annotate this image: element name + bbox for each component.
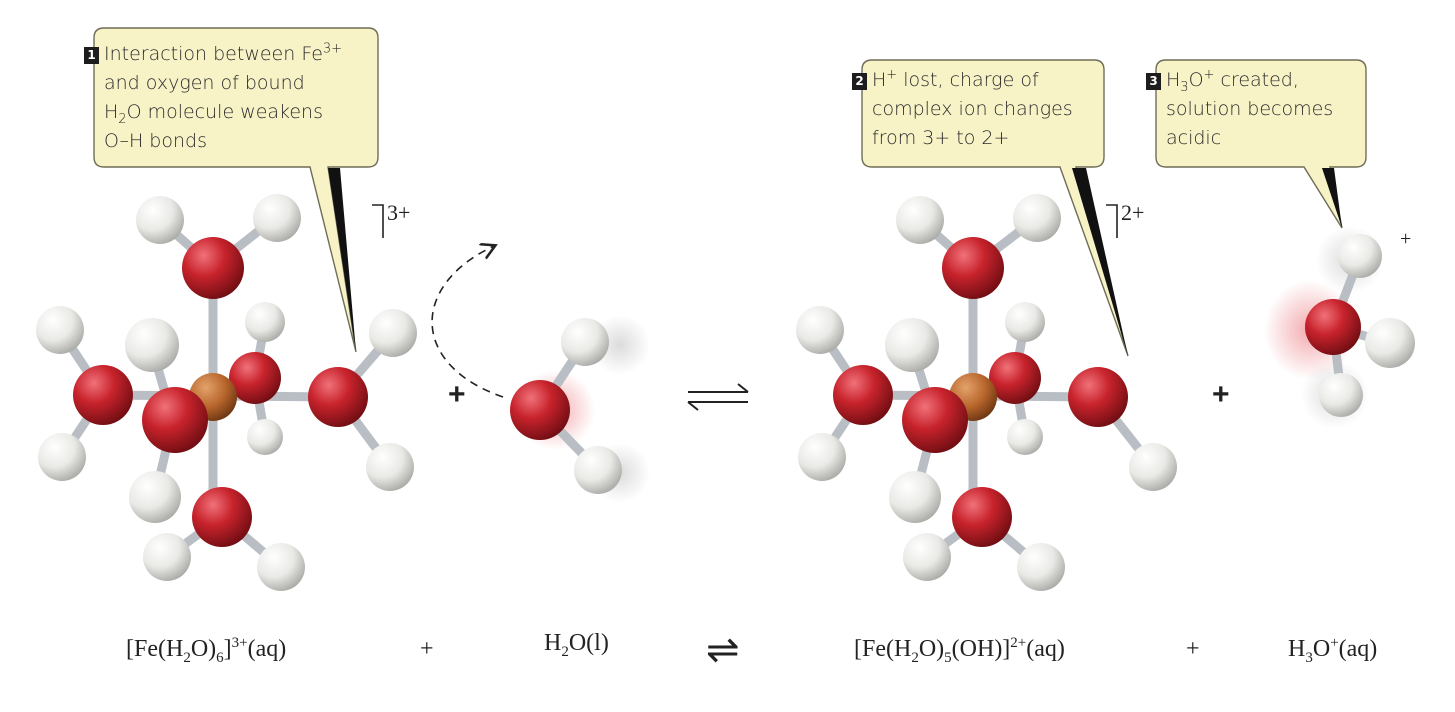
equilibrium-arrow-top — [687, 383, 749, 411]
hydrogen-atom — [136, 196, 184, 244]
right-complex-charge: 2+ — [1121, 200, 1145, 225]
equation-reactant-water: H2O(l) — [544, 630, 609, 660]
hydrogen-atom — [1005, 302, 1045, 342]
step-number-3: 3 — [1146, 73, 1161, 90]
hydrogen-atom — [1338, 234, 1382, 278]
left-complex-ion — [36, 194, 417, 591]
charge-bracket — [372, 204, 384, 238]
step-number-1: 1 — [84, 47, 99, 64]
equation-product-hydronium: H3O+(aq) — [1288, 635, 1378, 666]
hydronium-ion — [1264, 226, 1415, 429]
hydrogen-atom — [38, 433, 86, 481]
hydrogen-atom — [561, 318, 609, 366]
hydrogen-atom — [1013, 194, 1061, 242]
oxygen-atom — [73, 365, 133, 425]
hydrogen-atom — [1017, 543, 1065, 591]
hydrogen-atom — [253, 194, 301, 242]
oxygen-atom — [1068, 367, 1128, 427]
hydrogen-atom — [903, 533, 951, 581]
equation-plus-2: + — [1186, 636, 1200, 662]
water-molecule — [510, 315, 650, 503]
right-complex-ion — [796, 194, 1177, 591]
proton-transfer-arrow — [431, 246, 504, 398]
hydronium-charge: + — [1400, 228, 1412, 250]
charge-bracket — [1106, 204, 1118, 238]
hydrogen-atom — [125, 318, 179, 372]
hydrogen-atom — [1319, 373, 1363, 417]
oxygen-atom — [1305, 299, 1361, 355]
oxygen-atom — [902, 387, 968, 453]
oxygen-atom — [942, 237, 1004, 299]
hydrogen-atom — [366, 443, 414, 491]
hydrogen-atom — [1365, 318, 1415, 368]
plus-sign-molecules-2: + — [1212, 378, 1230, 411]
equation-product-complex: [Fe(H2O)5(OH)]2+(aq) — [854, 635, 1065, 666]
step-number-2: 2 — [852, 73, 867, 90]
hydrogen-atom — [129, 471, 181, 523]
left-complex-charge: 3+ — [387, 200, 411, 225]
hydrogen-atom — [247, 419, 283, 455]
hydrogen-atom — [796, 306, 844, 354]
oxygen-atom — [510, 380, 570, 440]
plus-sign-molecules-1: + — [448, 378, 466, 411]
hydrogen-atom — [245, 302, 285, 342]
oxygen-atom — [833, 365, 893, 425]
hydrogen-atom — [574, 446, 622, 494]
oxygen-atom — [182, 237, 244, 299]
hydrogen-atom — [798, 433, 846, 481]
equation-reactant-complex: [Fe(H2O)6]3+(aq) — [126, 635, 287, 666]
oxygen-atom — [192, 487, 252, 547]
oxygen-atom — [229, 352, 281, 404]
hydrogen-atom — [1129, 443, 1177, 491]
hydrogen-atom — [257, 543, 305, 591]
oxygen-atom — [989, 352, 1041, 404]
hydrogen-atom — [1007, 419, 1043, 455]
hydrogen-atom — [889, 471, 941, 523]
equation-plus-1: + — [420, 636, 434, 662]
hydrogen-atom — [143, 533, 191, 581]
hydrogen-atom — [885, 318, 939, 372]
hydrogen-atom — [36, 306, 84, 354]
oxygen-atom — [142, 387, 208, 453]
hydrogen-atom — [369, 309, 417, 357]
equation-equilibrium-arrow: ⇌ — [706, 627, 740, 672]
hydrogen-atom — [896, 196, 944, 244]
oxygen-atom — [952, 487, 1012, 547]
callout-bubble-1 — [93, 27, 379, 353]
callout-bubble-3 — [1155, 59, 1367, 229]
oxygen-atom — [308, 367, 368, 427]
callout-bubble-2 — [861, 59, 1129, 357]
